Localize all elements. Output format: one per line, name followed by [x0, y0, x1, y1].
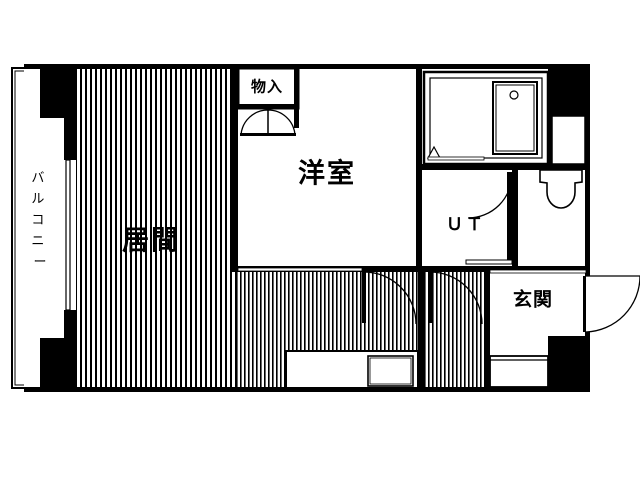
hall-door[interactable] — [428, 271, 483, 325]
washbasin-niche — [551, 115, 586, 165]
balcony-char-0: バ — [31, 171, 44, 186]
ut-threshold — [465, 259, 513, 265]
entrance-door-panel — [583, 276, 587, 332]
closet-area — [236, 66, 300, 136]
kitchen-area — [285, 350, 419, 389]
kitchen-sink-basin — [369, 357, 412, 385]
balcony-char-1: ル — [31, 192, 44, 207]
room-label-entrance: 玄関 — [513, 288, 553, 311]
exterior-wall-left-upper — [64, 68, 76, 160]
sliding-door-panel — [65, 159, 71, 311]
living-room-floor-hatch — [76, 68, 236, 388]
balcony-char-3: ニ — [31, 234, 44, 249]
room-label-balcony: バ ル コ ニ ー — [31, 171, 48, 270]
exterior-wall-bottom — [24, 387, 590, 392]
ut-door-panel — [507, 172, 512, 264]
wall-pier-bottom-right — [548, 336, 590, 392]
room-label-closet: 物入 — [251, 78, 283, 96]
room-label-utility: ＵＴ — [446, 215, 486, 235]
wall-pier-top-right — [548, 68, 590, 116]
balcony-char-2: コ — [31, 213, 44, 228]
entrance-threshold — [489, 269, 587, 274]
hall-door-arc — [429, 271, 483, 325]
sliding-glass-door[interactable] — [64, 159, 76, 311]
toilet — [539, 169, 583, 209]
closet-right-jamb — [294, 68, 299, 128]
hallway-threshold — [237, 267, 363, 272]
shoe-cabinet-group — [489, 355, 549, 388]
western-door-panel — [362, 271, 366, 323]
bath-threshold — [427, 156, 485, 161]
wall-bath-ut — [416, 164, 590, 170]
wall-living-western — [232, 68, 238, 270]
room-label-living: 居間 — [122, 226, 180, 257]
wall-hall-pier — [418, 272, 424, 388]
exterior-wall-right — [585, 64, 590, 392]
balcony-char-4: ー — [33, 255, 46, 270]
bathroom-area — [422, 70, 550, 166]
wall-ut-toilet — [512, 164, 518, 272]
closet-door-arc-right — [267, 109, 296, 136]
western-room-door[interactable] — [362, 271, 417, 325]
room-label-western: 洋室 — [298, 158, 356, 190]
utility-area — [465, 172, 513, 265]
wall-corridor-entrance — [484, 272, 490, 388]
western-door-arc — [363, 271, 417, 325]
exterior-wall-left-lower — [64, 310, 76, 388]
hall-door-panel — [428, 271, 432, 323]
closet-threshold — [240, 133, 296, 136]
wall-bath-right-sliver — [548, 116, 552, 164]
closet-door-header — [238, 104, 298, 109]
corridor-floor-hatch — [424, 270, 486, 388]
exterior-walls — [24, 64, 590, 392]
toilet-area — [539, 115, 586, 209]
wall-ut-bottom — [416, 266, 590, 272]
shoe-cabinet — [489, 355, 549, 388]
bath-drain — [509, 90, 519, 100]
exterior-wall-top — [24, 64, 590, 69]
